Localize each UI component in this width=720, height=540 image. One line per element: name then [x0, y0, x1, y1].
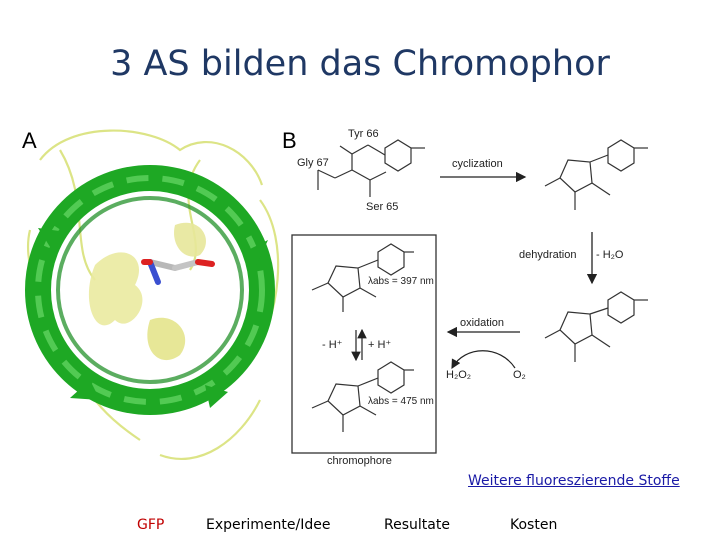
- nav-experimente-idee[interactable]: Experimente/Idee: [206, 517, 331, 533]
- panel-a-label: A: [22, 128, 37, 153]
- chromophore-box: [291, 234, 437, 454]
- nav-kosten[interactable]: Kosten: [510, 517, 558, 533]
- neutral-chromophore-structure: [311, 243, 414, 312]
- slide-title: 3 AS bilden das Chromophor: [110, 44, 610, 84]
- tyr66-label: Tyr 66: [348, 128, 379, 140]
- nav-gfp[interactable]: GFP: [137, 517, 165, 533]
- cyclized-intermediate-structure: [544, 139, 648, 210]
- hydrogen-peroxide-label: H₂O₂: [446, 369, 471, 381]
- water-loss-label: - H₂O: [596, 249, 624, 261]
- chromophore-caption: chromophore: [327, 455, 392, 467]
- panel-b-label: B: [282, 128, 297, 153]
- deprotonation-label: - H⁺: [322, 339, 343, 351]
- lambda-475-label: λabs = 475 nm: [368, 396, 434, 407]
- cyclization-label: cyclization: [452, 158, 503, 170]
- dehydration-label: dehydration: [519, 249, 577, 261]
- more-fluorescent-substances-link[interactable]: Weitere fluoreszierende Stoffe: [468, 473, 680, 489]
- nav-resultate[interactable]: Resultate: [384, 517, 450, 533]
- dehydrated-intermediate-structure: [544, 291, 648, 362]
- protonation-label: + H⁺: [368, 339, 391, 351]
- tripeptide-structure: [317, 139, 425, 197]
- anionic-chromophore-structure: [311, 361, 414, 432]
- gly67-label: Gly 67: [297, 157, 329, 169]
- oxidation-label: oxidation: [460, 317, 504, 329]
- gfp-protein-structure: [25, 129, 280, 461]
- oxygen-label: O₂: [513, 369, 526, 381]
- lambda-397-label: λabs = 397 nm: [368, 276, 434, 287]
- chromophore-scheme: Tyr 66 Gly 67 Ser 65 cyclization dehydra…: [291, 128, 648, 467]
- ser65-label: Ser 65: [366, 201, 398, 213]
